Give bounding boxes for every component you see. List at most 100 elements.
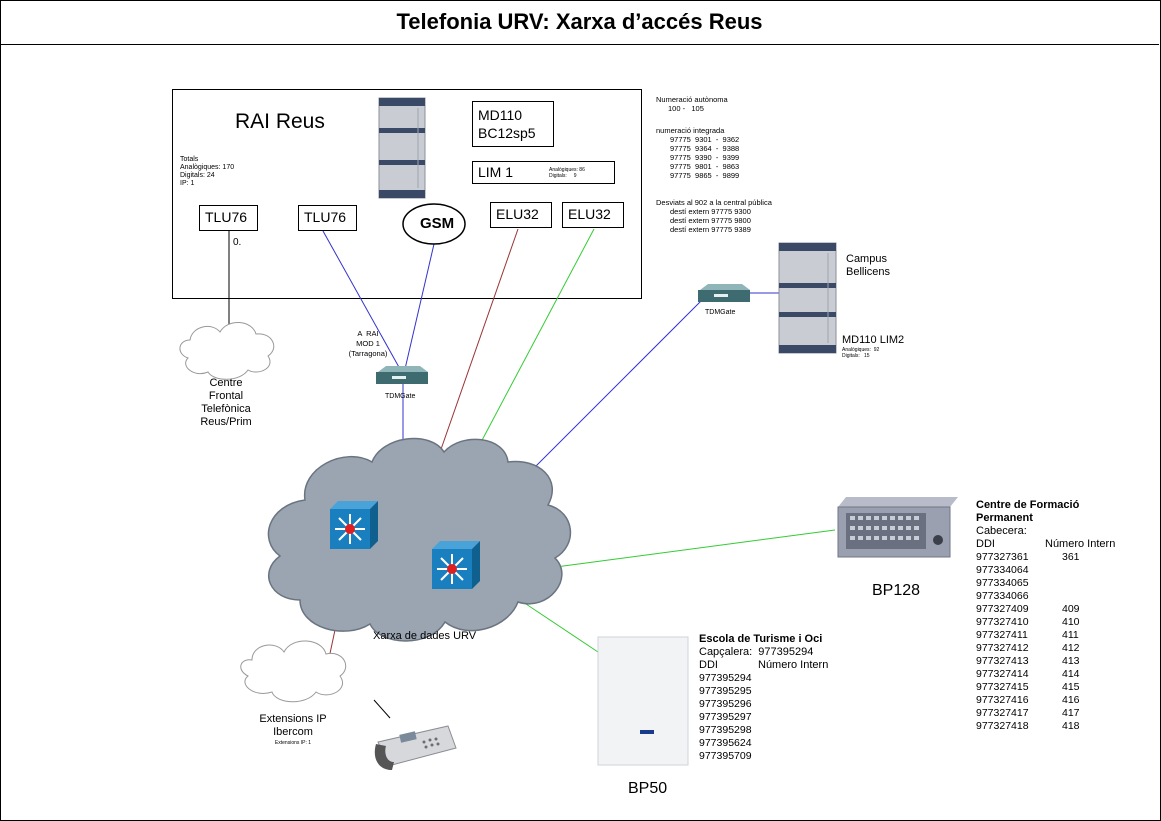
tlu76-label: TLU76 [304,209,347,225]
bp128-ddi: 977334066 [976,590,1029,602]
bp50-ddi: 977395294 [699,672,752,684]
data-network-cloud [267,437,571,642]
bp128-ddi: 977334065 [976,577,1029,589]
elu32-box-2 [562,202,624,228]
line-elu32-red [431,228,519,476]
lim1-digital: Digitals: 9 [549,173,577,179]
bp128-ddi-list: 977327361 977334064 977334065 977334066 … [976,551,1029,733]
numbering-integrated-row: 97775 9865 - 9899 [670,171,740,180]
bp50-header-label: Capçalera: 977395294 [699,646,814,658]
bp50-heading: Escola de Turisme i Oci [699,633,823,645]
bp128-intern: 410 [1062,616,1080,628]
switch-icon [432,541,480,589]
bp128-intern-list: 361 409 410 411 412 413 414 415 416 417 … [1062,551,1080,733]
ibercom-cloud-icon [240,640,347,703]
bp128-column-intern: Número Intern [1045,538,1116,550]
line-tdmgate-campus [509,297,705,493]
rai-reus-title: RAI Reus [235,110,325,133]
bp128-ddi: 977327418 [976,720,1029,732]
tarragona-label: A RAI [357,329,379,338]
frontal-label: Telefònica [201,403,251,415]
numbering-deviated-row: destí extern 97775 9300 [670,207,751,216]
network-label: Xarxa de dades URV [373,630,477,642]
tlu76-box-2 [298,205,357,231]
tarragona-label: (Tarragona) [348,349,388,358]
rai-totals-line: Digitals: 24 [180,172,215,179]
extensions-label: Extensions IP [259,713,327,725]
bp128-ddi: 977327416 [976,694,1029,706]
numbering-integrated-title: numeració integrada [656,126,725,135]
bp128-column-ddi: DDI [976,538,995,550]
numbering-block: Numeració autònoma 100 - 105 [656,95,728,113]
bp50-label: BP50 [628,780,668,797]
numbering-deviated-block: Desviats al 902 a la central pública des… [656,198,772,234]
numbering-deviated-row: destí extern 97775 9800 [670,216,751,225]
numbering-integrated-row: 97775 9364 - 9388 [670,144,740,153]
numbering-autonomous-title: Numeració autònoma [656,95,728,104]
bp50-ddi: 977395709 [699,750,752,762]
bp128-label: BP128 [872,582,921,599]
campus-name: Campus [846,253,887,265]
campus-analog: Analògiques: 92 [842,347,880,353]
title-bar [0,0,1159,45]
bp50-ddi-list: 977395294 977395295 977395296 977395297 … [699,672,752,763]
bp128-heading: Permanent [976,512,1033,524]
bp128-intern: 416 [1062,694,1080,706]
numbering-deviated-row: destí extern 97775 9389 [670,225,751,234]
bp128-intern: 413 [1062,655,1080,667]
tdmgate-device-icon [698,284,750,302]
bp50-ddi: 977395297 [699,711,752,723]
bp128-ddi: 977327413 [976,655,1029,667]
rai-totals-line: Totals [180,156,199,163]
tdmgate-label: TDMGate [385,393,416,400]
bp50-cabinet-icon [597,636,689,766]
numbering-integrated-row: 97775 9390 - 9399 [670,153,740,162]
md110-version: BC12sp5 [478,125,536,141]
frontal-label: Centre [209,377,243,389]
lim1-label: LIM 1 [478,164,514,180]
page-title: Telefonia URV: Xarxa d’accés Reus [396,9,763,34]
bp128-ddi: 977327414 [976,668,1029,680]
bp128-ddi: 977327411 [976,629,1028,641]
bp128-intern: 415 [1062,681,1080,693]
elu32-box-1 [490,202,552,228]
bp128-ddi: 977334064 [976,564,1029,576]
tdmgate-label: TDMGate [705,309,736,316]
campus-model: MD110 LIM2 [842,334,905,346]
extensions-label: Ibercom [273,726,313,738]
bp50-ddi: 977395298 [699,724,752,736]
bp128-intern [1062,564,1080,577]
campus-digital: Digitals: 15 [842,353,870,359]
bp128-intern: 412 [1062,642,1080,654]
elu32-label: ELU32 [496,206,539,222]
bp128-heading: Centre de Formació [976,499,1080,511]
line-elu32-green [461,228,595,479]
bp128-ddi: 977327417 [976,707,1029,719]
bp128-header-label: Cabecera: [976,525,1027,537]
bp128-ddi: 977327361 [976,551,1029,563]
rai-totals-line: Analògiques: 170 [180,164,235,171]
line-tlu76-tdmgate [322,230,401,370]
numbering-integrated-row: 97775 9801 - 9863 [670,162,740,171]
bp50-ddi: 977395624 [699,737,752,749]
gsm-ellipse [402,203,466,245]
bp128-intern [1062,577,1080,590]
bp128-rack-icon [837,497,958,558]
numbering-autonomous-range: 100 - 105 [668,104,704,113]
bp128-intern: 361 [1062,551,1080,563]
elu32-label: ELU32 [568,206,611,222]
rai-totals-line: IP: 1 [180,180,195,187]
extensions-count: Extensions IP: 1 [274,740,312,746]
bp128-intern: 417 [1062,707,1080,719]
gsm-label: GSM [420,215,455,232]
switch-icon [330,501,378,549]
tarragona-label: MOD 1 [356,339,380,348]
bp128-intern: 414 [1062,668,1080,680]
frontal-label: Frontal [208,390,244,402]
bp128-ddi: 977327415 [976,681,1029,693]
tlu76-box-1 [199,205,258,231]
md110-label: MD110 [478,107,523,123]
lim1-analog: Analògiques: 86 [549,167,585,173]
ip-phone-icon [374,725,457,770]
